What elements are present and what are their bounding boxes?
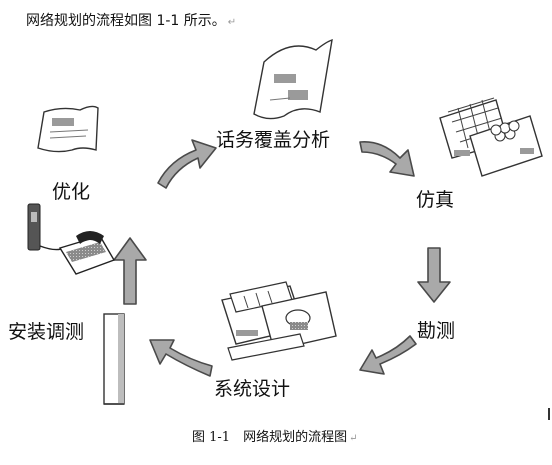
report-page-icon [253, 38, 333, 120]
caption-paragraph-mark: ↵ [349, 433, 358, 444]
page-edge-mark [548, 408, 550, 420]
document-icon [37, 105, 99, 153]
arrow-coverage-to-simulation [359, 141, 415, 177]
label-survey: 勘测 [417, 320, 456, 342]
equipment-cabinet-icon [103, 313, 125, 405]
arrow-simulation-to-survey [417, 247, 451, 303]
intro-text-content: 网络规划的流程如图 1-1 所示。 [26, 13, 226, 29]
paragraph-mark: ↵ [227, 17, 237, 28]
label-system-design: 系统设计 [214, 378, 291, 400]
label-optimization: 优化 [52, 181, 91, 203]
test-phone-icon [27, 203, 116, 275]
label-installation-testing: 安装调测 [8, 321, 85, 343]
label-coverage-analysis: 话务覆盖分析 [216, 129, 331, 151]
figure-caption-text: 图 1-1 网络规划的流程图 [192, 430, 348, 445]
arrow-design-to-installation [149, 339, 213, 377]
arrow-installation-to-optimization [113, 237, 147, 305]
figure-caption: 图 1-1 网络规划的流程图↵ [192, 426, 357, 445]
arrow-optimization-to-coverage [157, 139, 217, 189]
design-documents-icon [221, 281, 337, 361]
simulation-maps-icon [439, 97, 543, 177]
arrow-survey-to-design [359, 335, 417, 375]
intro-text: 网络规划的流程如图 1-1 所示。↵ [26, 10, 236, 30]
label-simulation: 仿真 [416, 189, 455, 211]
